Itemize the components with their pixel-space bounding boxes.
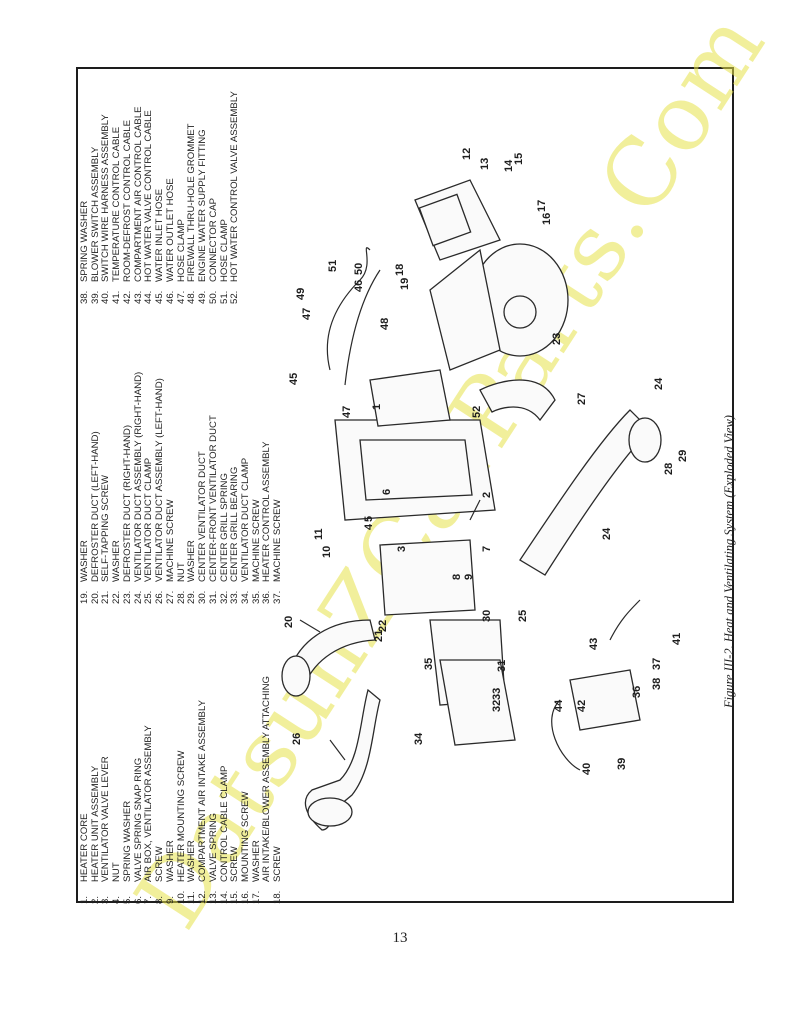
heater-control-drawing: [569, 669, 641, 731]
callout-4: 4: [363, 523, 375, 530]
page-number: 13: [392, 930, 408, 946]
callout-25: 25: [517, 610, 529, 622]
callout-10: 10: [321, 546, 333, 558]
callout-28: 28: [663, 463, 675, 475]
callout-18: 18: [394, 264, 406, 276]
air-box-drawing: [379, 539, 476, 616]
callout-22: 22: [377, 620, 389, 632]
callout-12: 12: [461, 148, 473, 160]
callout-45: 45: [288, 373, 300, 385]
callout-48: 48: [379, 318, 391, 330]
callout-33: 33: [491, 688, 503, 700]
callout-35: 35: [423, 658, 435, 670]
callout-1: 1: [371, 404, 383, 410]
figure-caption: Figure III-2. Heat and Ventilating Syste…: [722, 415, 736, 708]
callout-11: 11: [313, 528, 325, 540]
callout-29: 29: [677, 450, 689, 462]
callout-16: 16: [541, 213, 553, 225]
callout-43: 43: [588, 638, 600, 650]
callout-15: 15: [513, 153, 525, 165]
callout-8: 8: [451, 574, 463, 580]
callout-46: 46: [353, 280, 365, 292]
duct-end-drawing: [307, 797, 353, 827]
callout-7: 7: [481, 546, 493, 552]
callout-50: 50: [353, 263, 365, 275]
callout-37: 37: [651, 658, 663, 670]
legend-column-1: 1.HEATER CORE 2.HEATER UNIT ASSEMBLY 3.V…: [79, 676, 284, 904]
callout-34: 34: [413, 732, 425, 745]
callout-52: 52: [471, 406, 483, 418]
callout-6: 6: [381, 489, 393, 495]
callout-9: 9: [463, 574, 475, 580]
callout-13: 13: [479, 158, 491, 170]
water-hose-drawing: [326, 247, 371, 371]
callout-2: 2: [481, 492, 493, 498]
callout-31: 31: [496, 660, 508, 672]
callout-26: 26: [291, 733, 303, 745]
callout-40: 40: [581, 763, 593, 775]
callout-5: 5: [363, 516, 375, 522]
callout-30: 30: [481, 610, 493, 622]
legend-item: 37.MACHINE SCREW: [272, 499, 284, 604]
callout-44: 44: [553, 699, 565, 712]
figure-frame: [76, 67, 734, 903]
callout-27: 27: [576, 393, 588, 405]
callout-24a: 24: [653, 377, 665, 390]
callout-51: 51: [327, 260, 339, 272]
callout-23: 23: [551, 333, 563, 345]
defroster-duct-right-drawing: [479, 379, 556, 422]
callout-20: 20: [283, 616, 295, 628]
callout-47a: 47: [341, 406, 353, 418]
callout-21: 21: [373, 630, 385, 642]
callout-32: 32: [491, 700, 503, 712]
callout-24: 24: [601, 527, 613, 540]
callout-47: 47: [301, 308, 313, 320]
callout-42: 42: [576, 700, 588, 712]
callout-39: 39: [616, 758, 628, 770]
callout-36: 36: [631, 686, 643, 698]
callout-49: 49: [295, 288, 307, 300]
legend-column-2: 19.WASHER 20.DEFROSTER DUCT (LEFT-HAND) …: [79, 372, 284, 604]
legend-item: 18.SCREW: [272, 846, 284, 904]
defroster-duct-left-drawing: [289, 619, 376, 686]
callout-17: 17: [536, 200, 548, 212]
callout-3: 3: [396, 546, 408, 552]
callout-19: 19: [399, 278, 411, 290]
callout-38: 38: [651, 678, 663, 690]
callout-41: 41: [671, 633, 683, 645]
legend-item: 52.HOT WATER CONTROL VALVE ASSEMBLY: [229, 91, 241, 304]
blower-duct-drawing: [429, 248, 501, 371]
legend-column-3: 38.SPRING WASHER 39.BLOWER SWITCH ASSEMB…: [79, 91, 241, 304]
callout-14: 14: [503, 159, 515, 172]
